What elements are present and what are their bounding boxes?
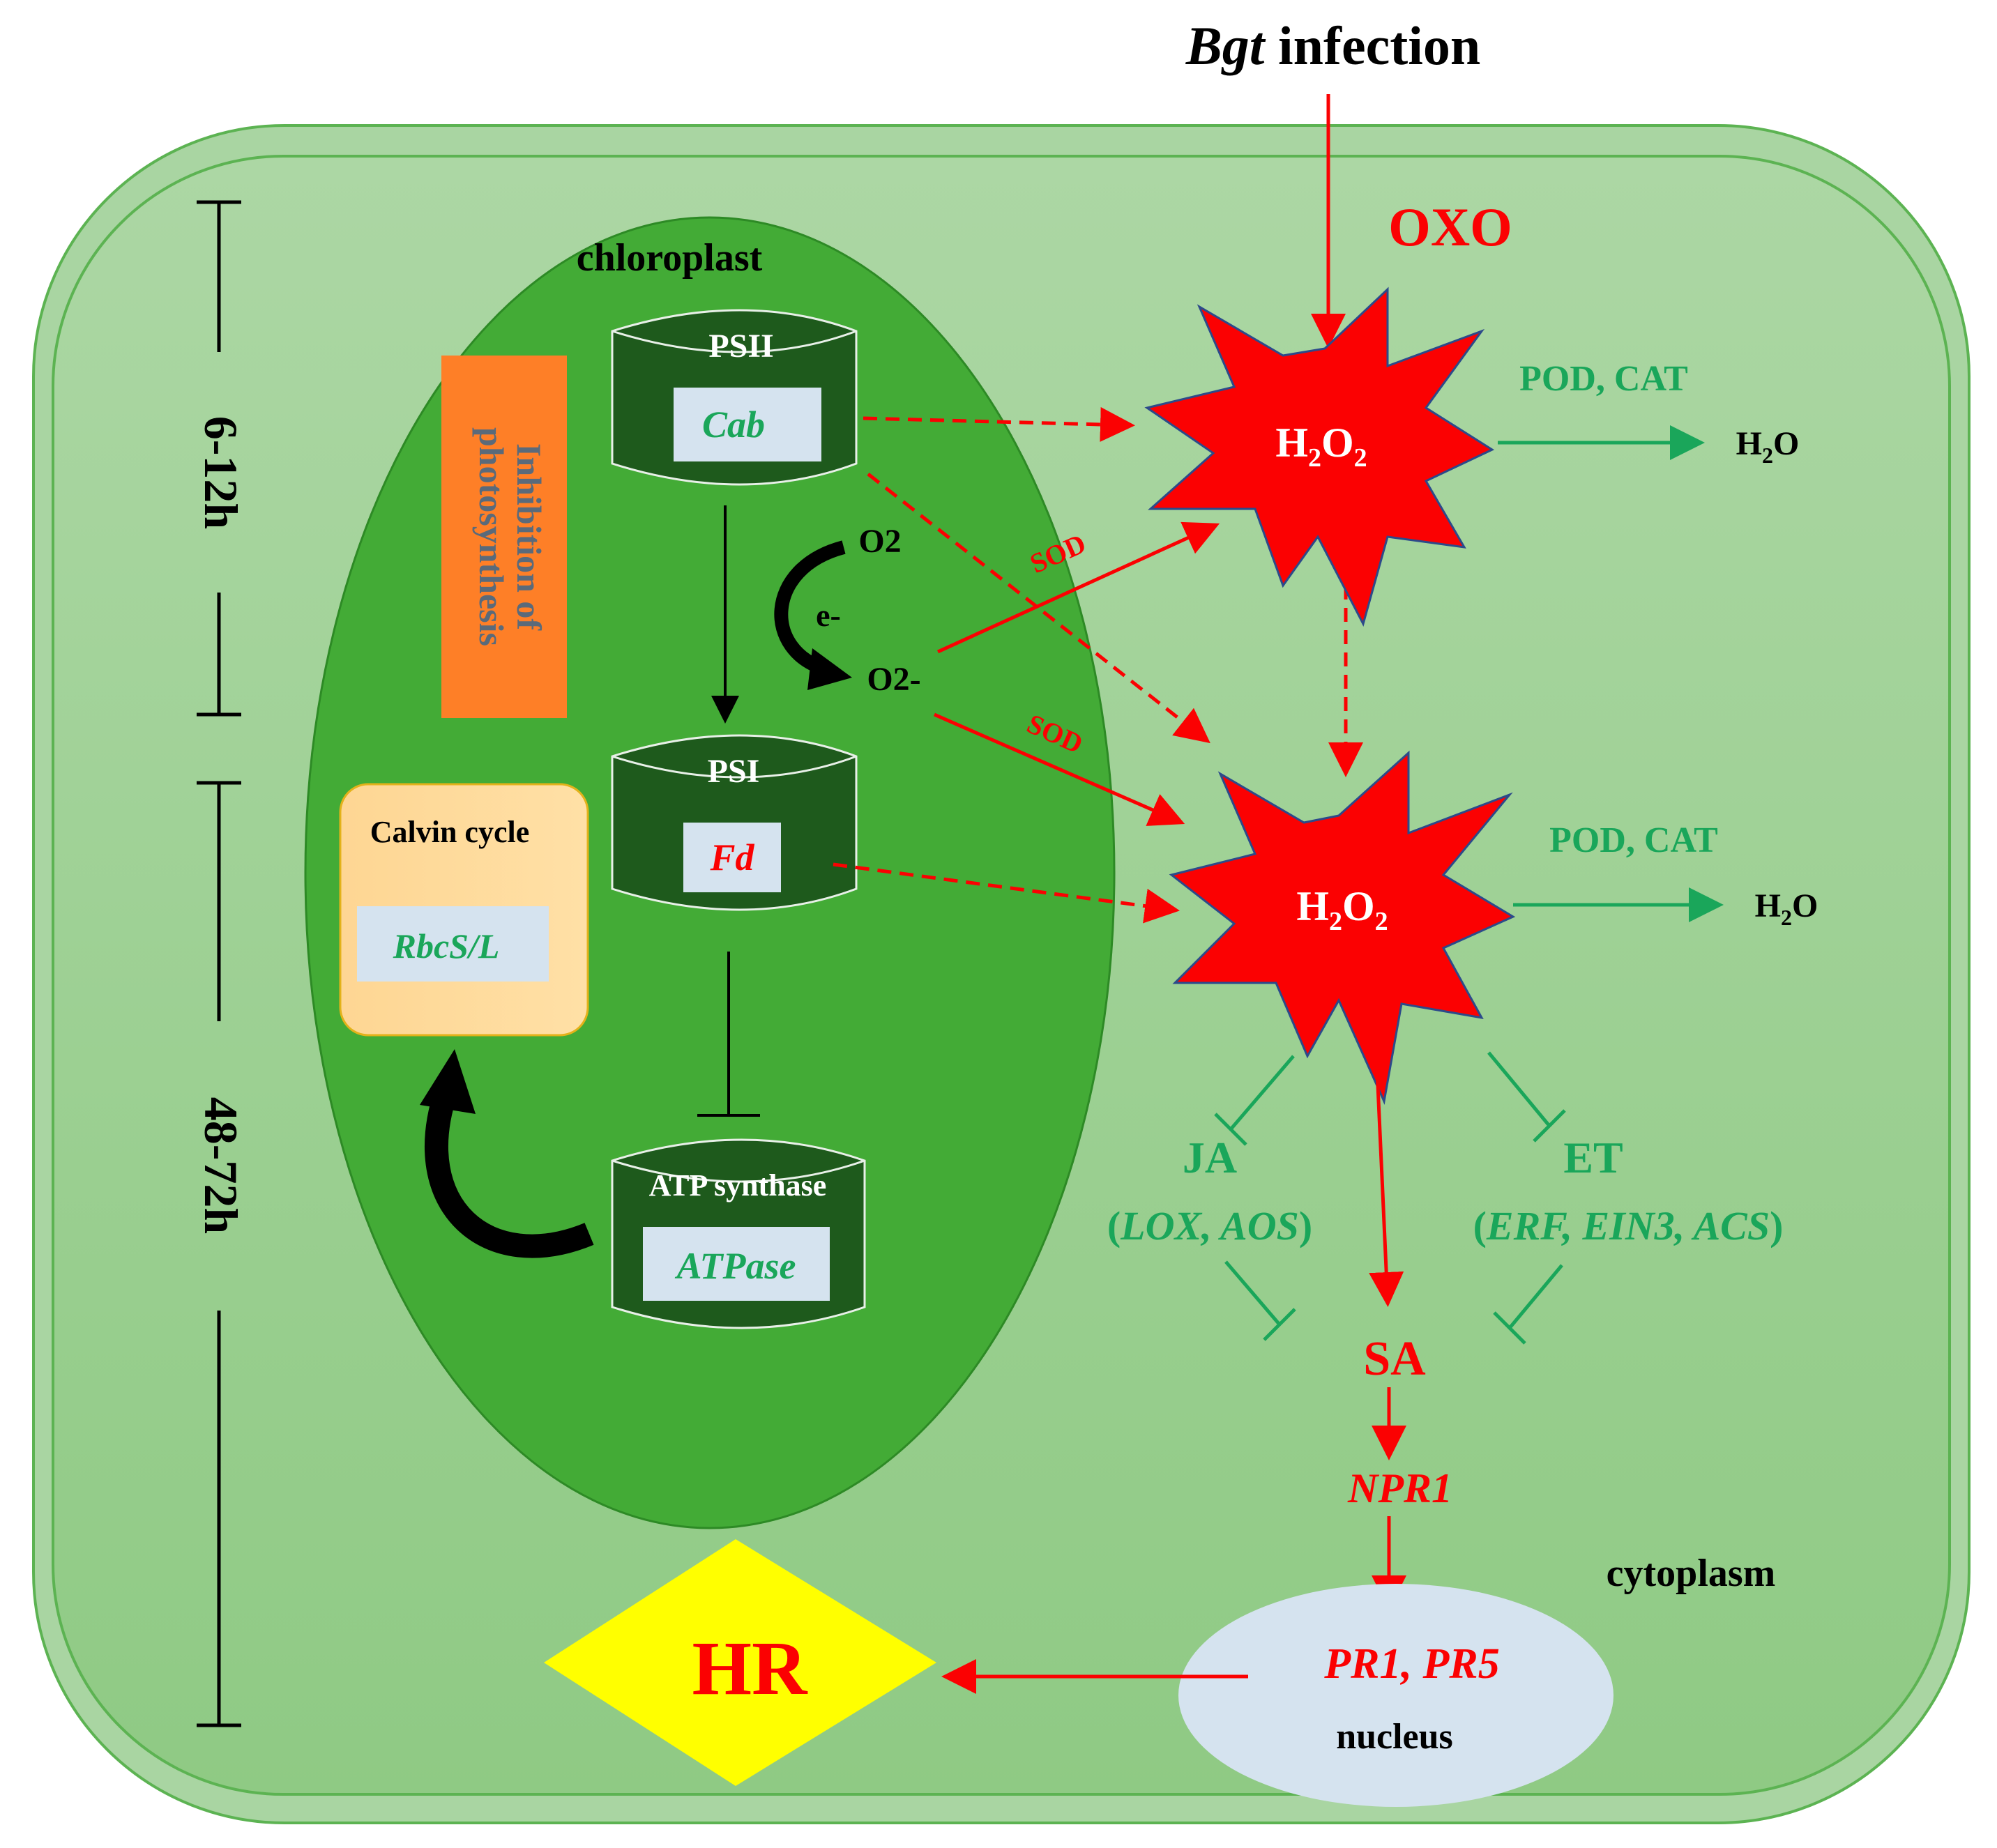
nucleus: PR1, PR5 nucleus	[1178, 1584, 1613, 1807]
nucleus-body	[1178, 1584, 1613, 1807]
electron-label: e-	[816, 597, 841, 633]
psii-complex: PSII Cab	[611, 309, 858, 486]
electron-arrowhead	[807, 648, 852, 690]
psi-title: PSI	[708, 753, 760, 790]
h2o2-to-sa-arrow	[1369, 1069, 1404, 1307]
atpase-gene-box	[643, 1227, 830, 1301]
h2o2-inhibits-et	[1487, 1051, 1566, 1143]
h2o2-top-star	[1144, 287, 1495, 627]
chloroplast: chloroplast Inhibition of photosynthesis…	[304, 216, 1116, 1529]
timeline-early-label: 6-12h	[195, 416, 248, 529]
ja-title: JA	[1183, 1133, 1237, 1182]
h2o2-bottom-label: H2O2	[1296, 883, 1388, 936]
pr-genes-label: PR1, PR5	[1323, 1640, 1499, 1688]
h2o2-inhibits-ja	[1214, 1055, 1295, 1146]
fd-gene-label: Fd	[709, 837, 754, 878]
et-inhibits-sa	[1493, 1264, 1563, 1345]
atp-synthase-complex: ATP synthase ATPase	[611, 1138, 866, 1329]
cab-gene-label: Cab	[702, 404, 765, 445]
electron-transfer-curve	[774, 540, 846, 676]
fd-to-h2o2-bottom-arrow	[833, 862, 1180, 924]
psi-complex: PSI Fd	[611, 734, 858, 911]
npr1-label: NPR1	[1347, 1465, 1452, 1511]
pod-cat-bottom-label: POD, CAT	[1549, 820, 1718, 860]
superoxide-to-h2o2-bottom-arrow	[933, 712, 1185, 826]
ja-inhibits-sa	[1224, 1260, 1296, 1341]
atpase-gene-label: ATPase	[675, 1245, 796, 1287]
h2o2-bottom-star	[1169, 750, 1516, 1106]
h2o2-burst-top: H2O2	[1144, 287, 1495, 627]
calvin-cycle: Calvin cycle RbcS/L	[339, 783, 589, 1037]
nucleus-label: nucleus	[1336, 1717, 1453, 1757]
atp-to-calvin-arrow	[425, 1087, 594, 1258]
hr-label: HR	[692, 1626, 809, 1711]
psii-title: PSII	[708, 328, 773, 365]
chloroplast-label: chloroplast	[577, 236, 763, 280]
rbcs-gene-box	[357, 906, 549, 982]
pod-cat-top-label: POD, CAT	[1519, 359, 1688, 399]
superoxide-to-h2o2-top-arrow	[936, 521, 1220, 654]
calvin-title: Calvin cycle	[370, 815, 530, 849]
atp-title: ATP synthase	[649, 1168, 827, 1202]
rbcs-gene-label: RbcS/L	[393, 926, 500, 965]
h2o-bottom-label: H2O	[1755, 887, 1818, 930]
sa-label: SA	[1363, 1332, 1426, 1386]
timeline-late-label: 48-72h	[195, 1097, 248, 1234]
et-title: ET	[1563, 1133, 1623, 1182]
inhibition-label-line2: photosynthesis	[472, 427, 511, 646]
o2-label: O2	[858, 523, 901, 560]
infection-label: Bgt infection	[1185, 15, 1481, 76]
oxo-label: OXO	[1388, 197, 1512, 257]
timeline	[197, 200, 241, 1727]
inhibition-box	[441, 356, 567, 718]
atp-to-calvin-arrowhead	[420, 1049, 476, 1114]
h2o-top-label: H2O	[1736, 425, 1800, 468]
cytoplasm-label: cytoplasm	[1607, 1552, 1776, 1595]
h2o2-burst-bottom: H2O2	[1169, 750, 1516, 1106]
superoxide-label: O2-	[867, 661, 920, 698]
hr-outcome: HR	[544, 1539, 936, 1786]
fd-gene-box	[683, 823, 781, 892]
h2o2-top-label: H2O2	[1275, 420, 1367, 473]
hr-diamond	[544, 1539, 936, 1786]
ja-genes: (LOX, AOS)	[1107, 1203, 1312, 1248]
inhibition-label-line1: Inhibition of	[510, 443, 549, 632]
et-genes: (ERF, EIN3, ACS)	[1473, 1203, 1784, 1248]
psi-inhibits-atp	[697, 952, 760, 1117]
cab-gene-box	[674, 388, 821, 461]
